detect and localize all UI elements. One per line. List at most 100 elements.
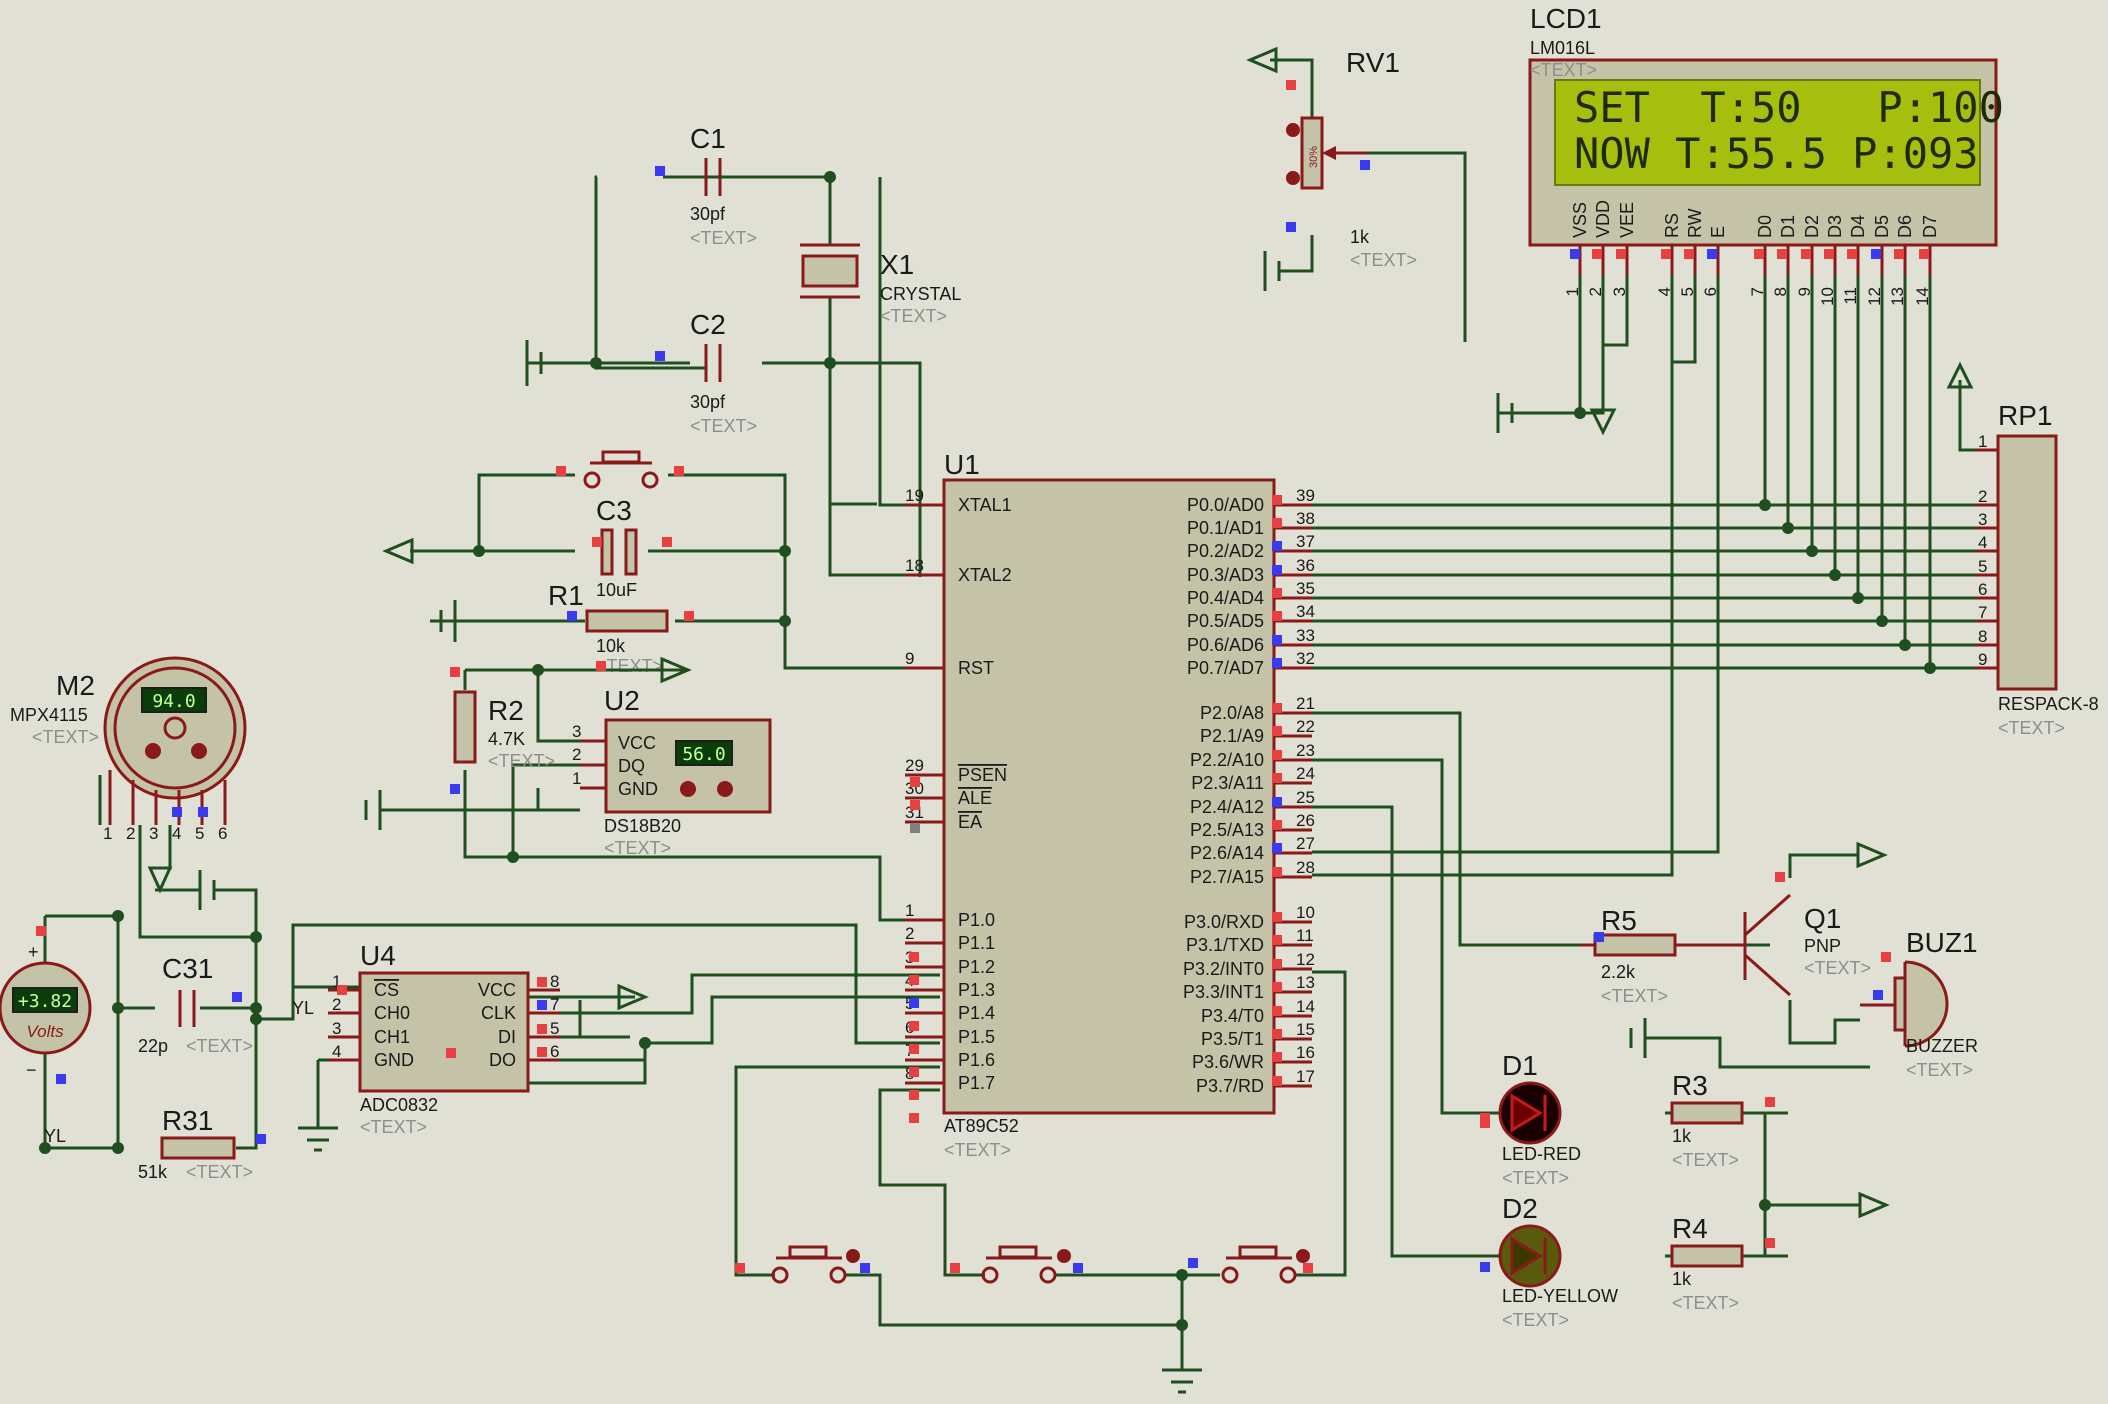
u1-pin-label: P0.2/AD2 xyxy=(1187,541,1264,561)
rp1-pin-number: 2 xyxy=(1978,487,1987,506)
r4-resistor[interactable]: R4 1k <TEXT> xyxy=(1670,1213,1744,1313)
r5-resistor[interactable]: R5 2.2k <TEXT> xyxy=(1580,905,1720,1006)
d1-model: LED-RED xyxy=(1502,1144,1581,1164)
u1-pin-label: P1.2 xyxy=(958,957,995,977)
lcd-pin-number: 12 xyxy=(1865,287,1884,306)
c3-capacitor[interactable]: C3 10uF xyxy=(596,495,638,600)
u4-pin-number: 1 xyxy=(332,972,341,991)
button-k1[interactable] xyxy=(771,1245,860,1284)
r31-resistor[interactable]: R31 51k <TEXT> xyxy=(138,1105,253,1182)
lcd-pin-number: 10 xyxy=(1818,287,1837,306)
u1-pin-label: P1.0 xyxy=(958,910,995,930)
u2-reading: 56.0 xyxy=(682,744,725,765)
u1-pin-label: P0.4/AD4 xyxy=(1187,588,1264,608)
r3-text-placeholder: <TEXT> xyxy=(1672,1150,1739,1170)
u1-pin-label: P0.1/AD1 xyxy=(1187,518,1264,538)
junction-dots xyxy=(39,171,1936,1331)
r2-resistor[interactable]: R2 4.7K <TEXT> xyxy=(453,690,555,771)
r31-ref: R31 xyxy=(162,1105,213,1136)
u1-text-placeholder: <TEXT> xyxy=(944,1140,1011,1160)
lcd-text-placeholder: <TEXT> xyxy=(1530,60,1597,80)
button-k3[interactable] xyxy=(1221,1245,1310,1284)
u2-pin-dq: DQ xyxy=(618,756,645,776)
voltmeter[interactable]: +3.82 Volts + − xyxy=(0,942,92,1080)
r31-value: 51k xyxy=(138,1162,168,1182)
m2-pin-number: 2 xyxy=(126,824,135,843)
lcd-pin-number: 3 xyxy=(1610,287,1629,296)
u1-pin-number: 36 xyxy=(1296,556,1315,575)
c31-capacitor[interactable]: C31 22p <TEXT> xyxy=(138,953,253,1056)
buzzer[interactable]: BUZ1 BUZZER <TEXT> xyxy=(1860,927,1978,1080)
u1-pin-label: P2.4/A12 xyxy=(1190,797,1264,817)
rv1-value: 1k xyxy=(1350,227,1370,247)
u1-pin-number: 26 xyxy=(1296,811,1315,830)
u4-pin-number: 6 xyxy=(550,1042,559,1061)
x1-crystal[interactable]: X1 CRYSTAL <TEXT> xyxy=(800,243,961,326)
r2-value: 4.7K xyxy=(488,729,525,749)
lcd-pin-number: 1 xyxy=(1563,287,1582,296)
rv1-ref: RV1 xyxy=(1346,47,1400,78)
voltmeter-plus: + xyxy=(28,942,39,962)
c3-ref: C3 xyxy=(596,495,632,526)
x1-text-placeholder: <TEXT> xyxy=(880,306,947,326)
u2-pin-num-2: 2 xyxy=(572,745,581,764)
lcd-model: LM016L xyxy=(1530,38,1595,58)
lcd-line-1: SET T:50 P:100 xyxy=(1574,83,2004,132)
u1-pin-label: PSEN xyxy=(958,765,1007,785)
lcd-pin-number: 2 xyxy=(1586,287,1605,296)
voltmeter-unit: Volts xyxy=(26,1022,64,1041)
u4-pin-label: CH1 xyxy=(374,1027,410,1047)
u1-pin-label: P0.3/AD3 xyxy=(1187,565,1264,585)
u1-pin-label: P2.0/A8 xyxy=(1200,703,1264,723)
lcd-display[interactable]: SET T:50 P:100 NOW T:55.5 P:093 LCD1 LM0… xyxy=(1528,3,2004,306)
r2-ref: R2 xyxy=(488,695,524,726)
lcd-pin-label: E xyxy=(1708,226,1728,238)
u1-pin-number: 13 xyxy=(1296,973,1315,992)
u1-pin-label: P2.2/A10 xyxy=(1190,750,1264,770)
r3-resistor[interactable]: R3 1k <TEXT> xyxy=(1670,1070,1744,1170)
u1-pin-label: P2.7/A15 xyxy=(1190,867,1264,887)
u2-ref: U2 xyxy=(604,685,640,716)
rp1-pin-number: 6 xyxy=(1978,580,1987,599)
d2-ref: D2 xyxy=(1502,1193,1538,1224)
u1-ref: U1 xyxy=(944,449,980,480)
d1-led-red[interactable]: D1 LED-RED <TEXT> xyxy=(1498,1050,1581,1188)
c2-ref: C2 xyxy=(690,309,726,340)
m2-pin-number: 1 xyxy=(103,824,112,843)
u1-pin-number: 19 xyxy=(905,486,924,505)
rv1-potentiometer[interactable]: 30% RV1 1k <TEXT> xyxy=(1286,47,1417,270)
u1-pin-number: 21 xyxy=(1296,694,1315,713)
rp1-pin-number: 1 xyxy=(1978,432,1987,451)
u2-pin-gnd: GND xyxy=(618,779,658,799)
q1-transistor[interactable]: Q1 PNP <TEXT> xyxy=(1720,893,1871,997)
r2-text-placeholder: <TEXT> xyxy=(488,751,555,771)
u4-ref: U4 xyxy=(360,940,396,971)
u4-pin-label: DO xyxy=(489,1050,516,1070)
lcd-screen xyxy=(1554,79,1981,186)
u1-pin-label: ALE xyxy=(958,788,992,808)
u1-pin-number: 29 xyxy=(905,756,924,775)
net-label-yl-1: YL xyxy=(44,1126,66,1146)
u4-pin-number: 5 xyxy=(550,1019,559,1038)
lcd-pin-label: D2 xyxy=(1802,215,1822,238)
c1-capacitor[interactable]: C1 30pf <TEXT> xyxy=(663,123,762,248)
u1-pin-label: P1.4 xyxy=(958,1003,995,1023)
c2-capacitor[interactable]: C2 30pf <TEXT> xyxy=(690,309,757,436)
u1-pin-label: P1.5 xyxy=(958,1027,995,1047)
r31-text-placeholder: <TEXT> xyxy=(186,1162,253,1182)
d2-led-yellow[interactable]: D2 LED-YELLOW <TEXT> xyxy=(1498,1193,1618,1330)
lcd-pins: VSS1VDD2VEE3RS4RW5E6D07D18D29D310D411D51… xyxy=(1563,200,1940,306)
u4-pin-number: 3 xyxy=(332,1019,341,1038)
m2-model: MPX4115 xyxy=(10,705,88,725)
u1-pin-number: 27 xyxy=(1296,834,1315,853)
button-k2[interactable] xyxy=(981,1245,1071,1284)
reset-switch[interactable] xyxy=(583,450,659,489)
u2-ds18b20[interactable]: 56.0 VCC DQ GND 3 2 1 U2 DS18B20 <TEXT> xyxy=(572,685,772,858)
r4-text-placeholder: <TEXT> xyxy=(1672,1293,1739,1313)
lcd-pin-label: VSS xyxy=(1570,202,1590,238)
